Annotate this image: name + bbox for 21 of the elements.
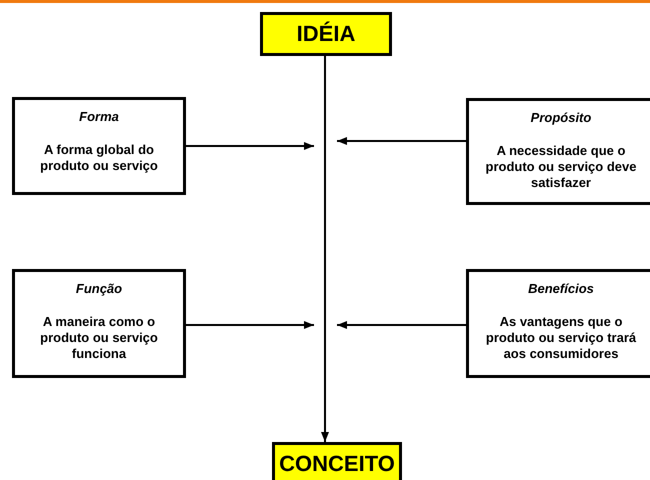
arrow — [337, 137, 466, 145]
concept-box — [466, 269, 650, 378]
box-heading: Benefícios — [528, 281, 594, 296]
box-heading: Propósito — [530, 110, 592, 125]
box-heading: CONCEITO — [279, 451, 395, 477]
box-description: As vantagens que o produto ou serviço trará aos consumidores — [484, 314, 638, 362]
title-box — [260, 12, 392, 56]
box-heading: Forma — [79, 109, 119, 124]
box-description: A forma global do produto ou serviço — [39, 142, 159, 174]
title-box — [272, 442, 402, 480]
box-heading: IDÉIA — [296, 21, 356, 47]
concept-box — [12, 269, 186, 378]
box-description: A maneira como o produto ou serviço funciona — [39, 314, 159, 362]
box-description: A necessidade que o produto ou serviço deve satisfazer — [484, 143, 638, 191]
arrow — [337, 321, 466, 329]
arrow — [186, 142, 314, 150]
arrow — [186, 321, 314, 329]
concept-box — [12, 97, 186, 195]
box-heading: Função — [76, 281, 122, 296]
concept-box — [466, 98, 650, 205]
arrow — [321, 56, 329, 442]
